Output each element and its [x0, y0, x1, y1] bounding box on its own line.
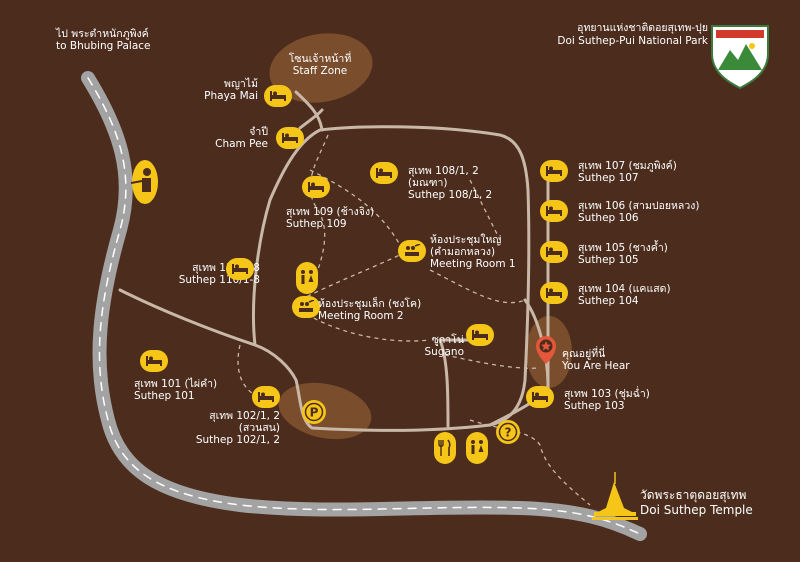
cham-pee-thai: จำปี [249, 126, 268, 138]
question-icon[interactable]: ? [496, 420, 520, 444]
temple-stupa-icon [592, 472, 638, 520]
meeting-room-1-thai-2: (คำมอกหลวง) [430, 246, 496, 258]
meeting-room-2-english: Meeting Room 2 [318, 310, 404, 322]
staff-zone-english: Staff Zone [292, 65, 348, 77]
bed-icon[interactable] [226, 258, 254, 280]
label-staff-zone: โซนเจ้าหน้าที่ Staff Zone [284, 53, 356, 77]
cham-pee-english: Cham Pee [215, 138, 268, 150]
staff-zone-thai: โซนเจ้าหน้าที่ [288, 53, 352, 65]
bhubing-english: to Bhubing Palace [56, 40, 151, 52]
label-suthep-106: สุเทพ 106 (สามปอยหลวง) Suthep 106 [578, 200, 699, 224]
bed-icon[interactable] [540, 282, 568, 304]
suthep-108-thai-2: (มณฑา) [408, 177, 448, 189]
phaya-mai-thai: พญาไม้ [224, 78, 258, 90]
label-meeting-room-1: ห้องประชุมใหญ่ (คำมอกหลวง) Meeting Room … [430, 234, 516, 270]
bed-icon[interactable] [302, 176, 330, 198]
map-title-english: Doi Suthep-Pui National Park [557, 35, 708, 47]
you-are-here-thai: คุณอยู่ที่นี่ [562, 348, 606, 360]
suthep-107-thai: สุเทพ 107 (ชมภูพิงค์) [578, 160, 677, 172]
label-suthep-103: สุเทพ 103 (ชุ่มฉ่ำ) Suthep 103 [564, 388, 650, 412]
label-suthep-105: สุเทพ 105 (ชางค้ำ) Suthep 105 [578, 242, 668, 266]
bed-icon[interactable] [540, 160, 568, 182]
bed-icon[interactable] [526, 386, 554, 408]
label-you-are-here: คุณอยู่ที่นี่ You Are Hear [562, 348, 630, 372]
svg-text:?: ? [505, 426, 512, 440]
label-sugano: ซูกาโน่ Sugano [420, 334, 465, 358]
fork-knife-icon[interactable] [434, 432, 456, 464]
suthep-104-thai: สุเทพ 104 (แคแสด) [578, 283, 671, 295]
suthep-109-thai: สุเทพ 109 (ช้างจิง) [286, 206, 375, 218]
map-title: อุทยานแห่งชาติดอยสุเทพ-ปุย Doi Suthep-Pu… [557, 22, 708, 48]
suthep-109-english: Suthep 109 [286, 218, 347, 230]
suthep-101-english: Suthep 101 [134, 390, 195, 402]
sugano-thai: ซูกาโน่ [431, 334, 464, 346]
suthep-102-thai-1: สุเทพ 102/1, 2 [209, 410, 280, 422]
suthep-104-english: Suthep 104 [578, 295, 639, 307]
bed-icon[interactable] [466, 324, 494, 346]
bed-icon[interactable] [540, 200, 568, 222]
main-road [81, 71, 647, 541]
label-suthep-108: สุเทพ 108/1, 2 (มณฑา) Suthep 108/1, 2 [408, 165, 492, 201]
suthep-108-thai-1: สุเทพ 108/1, 2 [408, 165, 479, 177]
label-phaya-mai: พญาไม้ Phaya Mai [196, 78, 258, 102]
bed-icon[interactable] [140, 350, 168, 372]
label-suthep-107: สุเทพ 107 (ชมภูพิงค์) Suthep 107 [578, 160, 677, 184]
suthep-102-english: Suthep 102/1, 2 [195, 434, 280, 446]
location-marker-icon [536, 336, 556, 364]
temple-thai: วัดพระธาตุดอยสุเทพ [640, 488, 747, 502]
label-bhubing: ไป พระตำหนักภูพิงค์ to Bhubing Palace [56, 28, 151, 52]
bed-icon[interactable] [370, 162, 398, 184]
suthep-106-thai: สุเทพ 106 (สามปอยหลวง) [578, 200, 700, 212]
bed-icon[interactable] [276, 127, 304, 149]
label-suthep-109: สุเทพ 109 (ช้างจิง) Suthep 109 [286, 206, 374, 230]
parking-icon[interactable]: P [302, 400, 326, 424]
suthep-107-english: Suthep 107 [578, 172, 639, 184]
bed-icon[interactable] [264, 85, 292, 107]
meeting-icon[interactable] [292, 296, 320, 318]
gas-station-icon[interactable] [130, 160, 158, 204]
suthep-105-thai: สุเทพ 105 (ชางค้ำ) [578, 242, 668, 254]
suthep-102-thai-2: (สวนสน) [238, 422, 280, 434]
suthep-106-english: Suthep 106 [578, 212, 639, 224]
phaya-mai-english: Phaya Mai [204, 90, 258, 102]
label-suthep-104: สุเทพ 104 (แคแสด) Suthep 104 [578, 283, 671, 307]
suthep-105-english: Suthep 105 [578, 254, 639, 266]
bed-icon[interactable] [252, 386, 280, 408]
label-meeting-room-2: ห้องประชุมเล็ก (ชงโค) Meeting Room 2 [318, 298, 421, 322]
staff-zone-area [269, 33, 373, 103]
you-are-here-english: You Are Hear [562, 360, 630, 372]
temple-english: Doi Suthep Temple [640, 503, 753, 517]
label-suthep-102: สุเทพ 102/1, 2 (สวนสน) Suthep 102/1, 2 [180, 410, 280, 446]
suthep-108-english: Suthep 108/1, 2 [408, 189, 493, 201]
meeting-icon[interactable] [398, 240, 426, 262]
meeting-room-1-english: Meeting Room 1 [430, 258, 516, 270]
label-temple: วัดพระธาตุดอยสุเทพ Doi Suthep Temple [640, 488, 753, 518]
bed-icon[interactable] [540, 241, 568, 263]
suthep-103-thai: สุเทพ 103 (ชุ่มฉ่ำ) [564, 388, 650, 400]
park-emblem-icon [711, 25, 769, 90]
label-cham-pee: จำปี Cham Pee [206, 126, 268, 150]
label-suthep-101: สุเทพ 101 (ไผ่คำ) Suthep 101 [134, 378, 217, 402]
svg-text:P: P [310, 406, 319, 420]
map-title-thai: อุทยานแห่งชาติดอยสุเทพ-ปุย [577, 22, 708, 34]
restroom-icon[interactable] [296, 262, 318, 294]
sugano-english: Sugano [424, 346, 465, 358]
suthep-103-english: Suthep 103 [564, 400, 625, 412]
suthep-101-thai: สุเทพ 101 (ไผ่คำ) [134, 378, 218, 390]
bhubing-thai: ไป พระตำหนักภูพิงค์ [56, 28, 149, 40]
restroom-icon[interactable] [466, 432, 488, 464]
meeting-room-2-thai: ห้องประชุมเล็ก (ชงโค) [318, 298, 422, 310]
meeting-room-1-thai-1: ห้องประชุมใหญ่ [430, 234, 502, 246]
